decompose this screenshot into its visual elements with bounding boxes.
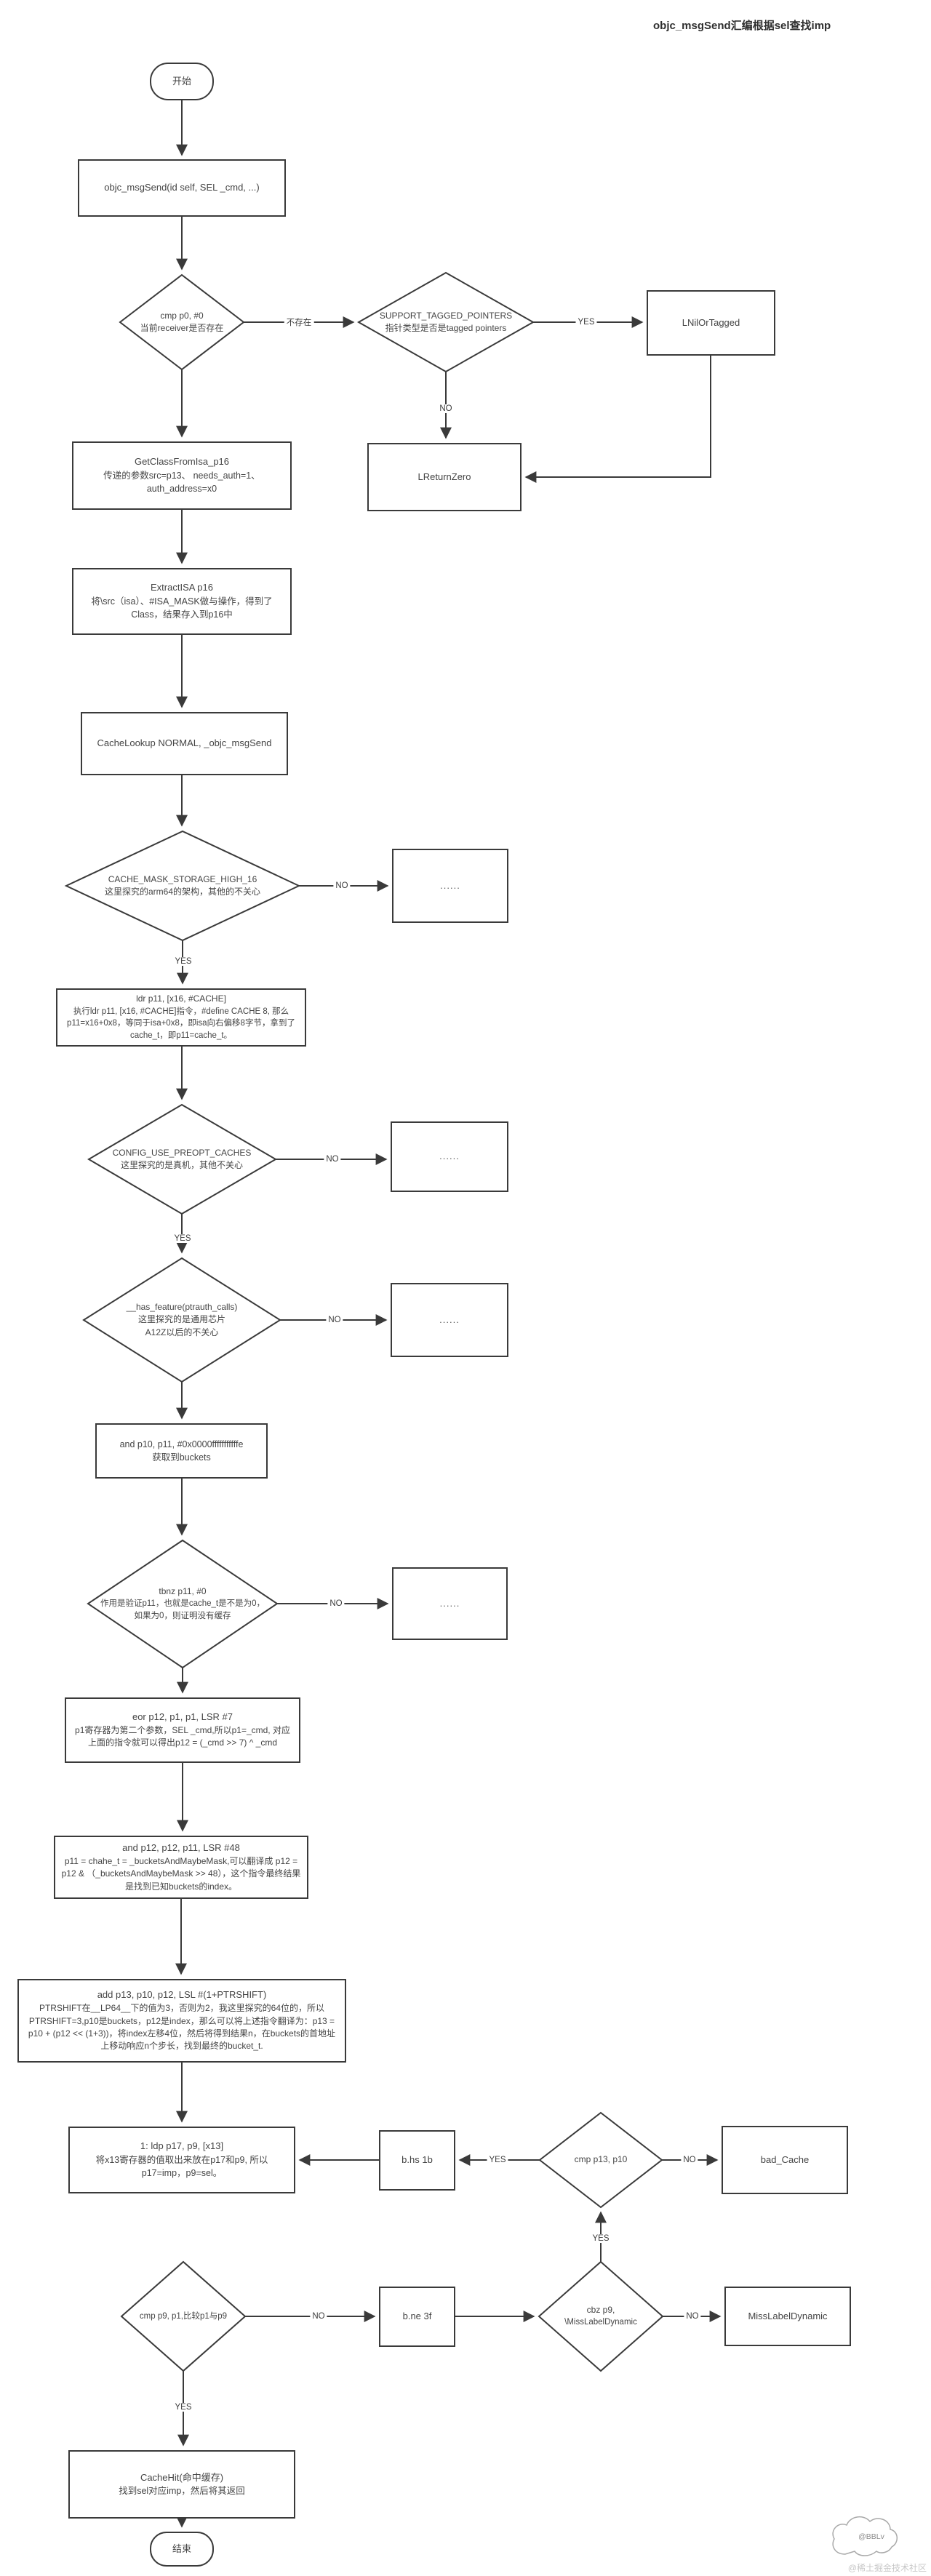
decision-has-feature-ptrauth: __has_feature(ptrauth_calls) 这里探究的是通用芯片 …	[126, 1301, 238, 1337]
edge-label-d4-no: NO	[324, 1155, 341, 1164]
edge-label-d2-no: NO	[437, 404, 455, 413]
edge-label-d8-no: NO	[684, 2312, 701, 2321]
decision-cmp-p9-p1: cmp p9, p1,比较p1与p9	[139, 2311, 228, 2321]
watermark-cloud: @BBLv	[858, 2532, 884, 2541]
node-objc-msgsend: objc_msgSend(id self, SEL _cmd, ...)	[104, 182, 260, 193]
edge-label-d7-yes: YES	[487, 2156, 508, 2164]
edge-label-d3-no: NO	[333, 881, 351, 890]
node-misslabeldynamic: MissLabelDynamic	[748, 2310, 828, 2321]
node-shapes	[17, 63, 851, 2567]
node-cachehit: CacheHit(命中缓存) 找到sel对应imp，然后将其返回	[119, 2471, 245, 2497]
node-start: 开始	[151, 63, 213, 100]
decision-cmp-p13-p10: cmp p13, p10	[574, 2154, 628, 2165]
decision-support-tagged-pointers: SUPPORT_TAGGED_POINTERS 指针类型是否是tagged po…	[379, 310, 513, 333]
node-ldr-cache: ldr p11, [x16, #CACHE] 执行ldr p11, [x16, …	[67, 993, 295, 1041]
node-lreturnzero: LReturnZero	[417, 471, 471, 482]
cloud-icon	[832, 2516, 898, 2556]
edge-label-not-exist: 不存在	[284, 316, 314, 328]
node-lnilortagged: LNilOrTagged	[682, 316, 740, 328]
page-title: objc_msgSend汇编根据sel查找imp	[653, 20, 831, 32]
edge-label-d3-yes: YES	[172, 957, 194, 966]
edge-label-d6-no: NO	[327, 1599, 345, 1608]
edge-label-d9-yes: YES	[172, 2403, 194, 2412]
node-and-index: and p12, p12, p11, LSR #48 p11 = chahe_t…	[61, 1841, 301, 1892]
node-ellipsis-4: ......	[439, 1597, 460, 1609]
node-ellipsis-3: ......	[439, 1313, 460, 1325]
decision-receiver-exists: cmp p0, #0 当前receiver是否存在	[140, 310, 224, 333]
decision-cbz-p9: cbz p9, \MissLabelDynamic	[564, 2304, 637, 2327]
edge-label-d2-yes: YES	[575, 318, 597, 327]
edge-label-d5-no: NO	[326, 1316, 343, 1324]
decision-config-use-preopt-caches: CONFIG_USE_PREOPT_CACHES 这里探究的是真机，其他不关心	[112, 1147, 252, 1170]
node-and-buckets: and p10, p11, #0x0000fffffffffffe 获取到buc…	[119, 1439, 244, 1463]
node-ellipsis-2: ......	[439, 1151, 460, 1162]
node-add-bucket: add p13, p10, p12, LSL #(1+PTRSHIFT) PTR…	[28, 1989, 336, 2052]
node-ellipsis-1: ......	[440, 879, 460, 891]
node-bad-cache: bad_Cache	[760, 2153, 810, 2165]
node-getclassfromisa: GetClassFromIsa_p16 传递的参数src=p13、 needs_…	[103, 456, 260, 495]
node-bne-3f: b.ne 3f	[402, 2311, 432, 2322]
node-extractisa: ExtractISA p16 将\src（isa）、#ISA_MASK做与操作，…	[91, 582, 273, 620]
decision-cache-mask-storage: CACHE_MASK_STORAGE_HIGH_16 这里探究的arm64的架构…	[104, 873, 260, 897]
node-eor: eor p12, p1, p1, LSR #7 p1寄存器为第二个参数，SEL …	[75, 1711, 290, 1748]
edge-label-d7-no: NO	[681, 2156, 698, 2164]
edge-label-d9-no: NO	[310, 2312, 327, 2321]
decision-tbnz: tbnz p11, #0 作用是验证p11，也就是cache_t是不是为0，如果…	[100, 1585, 265, 1620]
node-cachelookup: CacheLookup NORMAL, _objc_msgSend	[97, 737, 272, 749]
start-label: 开始	[172, 75, 191, 87]
watermark-site: @稀土掘金技术社区	[847, 2563, 927, 2573]
edge-label-d4-yes: YES	[172, 1234, 193, 1243]
node-ldp: 1: ldp p17, p9, [x13] 将x13寄存器的值取出来放在p17和…	[95, 2140, 268, 2179]
node-bhs-1b: b.hs 1b	[401, 2154, 433, 2166]
node-end: 结束	[172, 2543, 191, 2554]
edge-label-d8-up-yes: YES	[590, 2234, 612, 2243]
